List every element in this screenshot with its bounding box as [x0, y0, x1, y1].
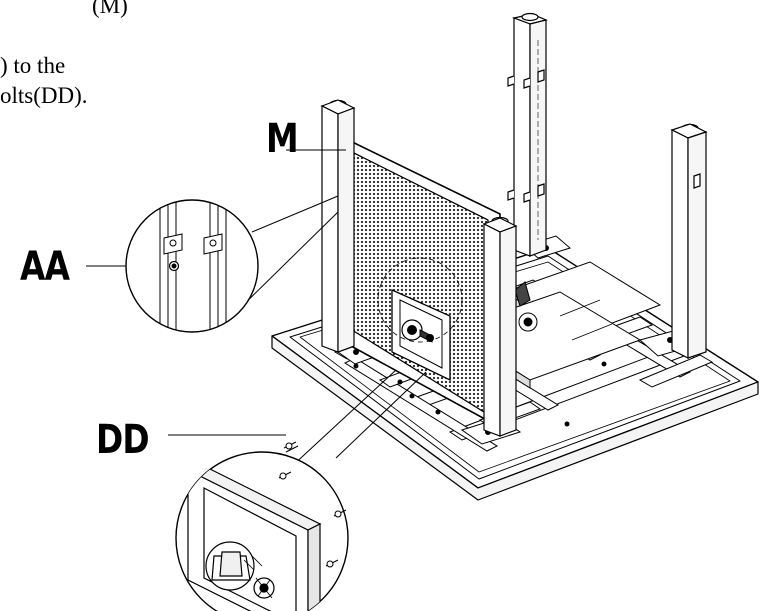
instruction-line-3: olts(DD). [0, 83, 88, 108]
instruction-line-1: (M) [92, 0, 128, 18]
leg-back [507, 12, 548, 257]
instruction-text: (M) ) to the olts(DD). [0, 0, 200, 111]
leg-left [320, 99, 356, 353]
callout-label-aa: AA [20, 244, 70, 290]
callout-label-dd: DD [96, 417, 150, 463]
callout-label-m: M [266, 116, 299, 162]
instruction-line-2: ) to the [0, 53, 66, 78]
dd-bolts [278, 441, 347, 568]
mesh-screen-panel [339, 134, 501, 426]
detail-circle-aa [125, 199, 259, 333]
leg-front [482, 216, 518, 437]
leg-right [670, 123, 708, 359]
detail-circle-dd [175, 441, 349, 611]
